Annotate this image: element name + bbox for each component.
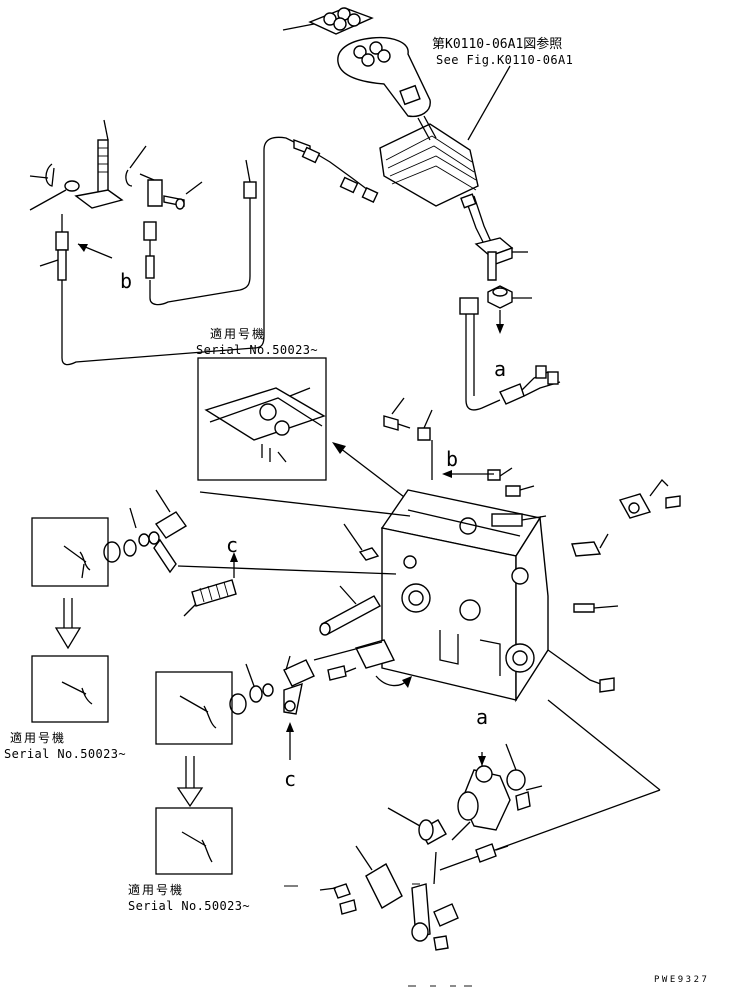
arrow-b-top bbox=[77, 243, 113, 259]
threaded-rod bbox=[74, 119, 124, 209]
arrow-a-head bbox=[496, 324, 504, 334]
inset-box-top bbox=[197, 357, 327, 481]
nut-left bbox=[343, 523, 380, 561]
washer-top bbox=[64, 180, 80, 192]
cable-end-mid bbox=[143, 221, 157, 279]
reference-en-label: See Fig.K0110-06A1 bbox=[436, 53, 573, 67]
leader-lower bbox=[313, 641, 383, 661]
lever-boot bbox=[379, 115, 479, 207]
arrow-c-lower bbox=[286, 722, 294, 760]
cable-end-right bbox=[243, 159, 257, 228]
top-bolts bbox=[383, 397, 433, 480]
cotter-pin-top bbox=[29, 163, 55, 187]
serial-label-left: Serial No.50023~ bbox=[4, 747, 126, 761]
bottom-valve bbox=[387, 699, 661, 871]
applicable-label-left: 適用号機 bbox=[10, 730, 66, 745]
marker-b-right: b bbox=[446, 447, 458, 471]
lever-bracket bbox=[474, 237, 528, 281]
inset-box-4 bbox=[155, 807, 233, 875]
marker-a-bottom: a bbox=[476, 705, 488, 729]
cotter-pin-small bbox=[125, 145, 147, 187]
reference-jp-label: 第K0110-06A1図参照 bbox=[432, 36, 562, 52]
clevis-pin bbox=[163, 181, 203, 210]
serial-label-bottom: Serial No.50023~ bbox=[128, 899, 250, 913]
arrow-inset bbox=[332, 442, 409, 501]
drawing-number: PWE9327 bbox=[654, 975, 709, 985]
arrow-b-right-head bbox=[442, 470, 452, 478]
inset-box-1 bbox=[31, 517, 109, 587]
marker-c-upper: c bbox=[226, 533, 238, 557]
leader-upper-2 bbox=[177, 565, 397, 575]
clevis bbox=[139, 173, 163, 207]
bottom-link bbox=[284, 845, 459, 951]
lever-group-upper bbox=[103, 489, 188, 574]
arrow-c-upper bbox=[230, 552, 238, 578]
serial-label-top: Serial No.50023~ bbox=[196, 343, 318, 357]
cable-end-left bbox=[39, 214, 69, 281]
lever-group-lower bbox=[229, 655, 315, 715]
applicable-label-top: 適用号機 bbox=[210, 326, 266, 341]
marker-b-top: b bbox=[120, 269, 132, 293]
control-cable bbox=[61, 136, 379, 366]
marker-a-top: a bbox=[494, 357, 506, 381]
lever-nut bbox=[487, 285, 532, 309]
leader-upper bbox=[199, 491, 411, 517]
inset-arrow-2 bbox=[176, 756, 204, 808]
right-bolts bbox=[487, 467, 681, 693]
spring-part bbox=[183, 579, 237, 617]
lever-knob-cap bbox=[282, 7, 374, 35]
inset-arrow-1 bbox=[54, 598, 82, 650]
lever-knob bbox=[337, 36, 431, 118]
inset-box-2 bbox=[31, 655, 109, 723]
applicable-label-bottom: 適用号機 bbox=[128, 882, 184, 897]
reference-leader bbox=[467, 65, 511, 141]
inset-box-3 bbox=[155, 671, 233, 745]
lever-rod bbox=[460, 193, 493, 245]
wire-harness bbox=[459, 297, 561, 411]
leader-washer bbox=[29, 189, 67, 211]
marker-c-lower: c bbox=[284, 767, 296, 791]
plunger-pin bbox=[319, 585, 381, 636]
valve-body bbox=[380, 489, 549, 703]
